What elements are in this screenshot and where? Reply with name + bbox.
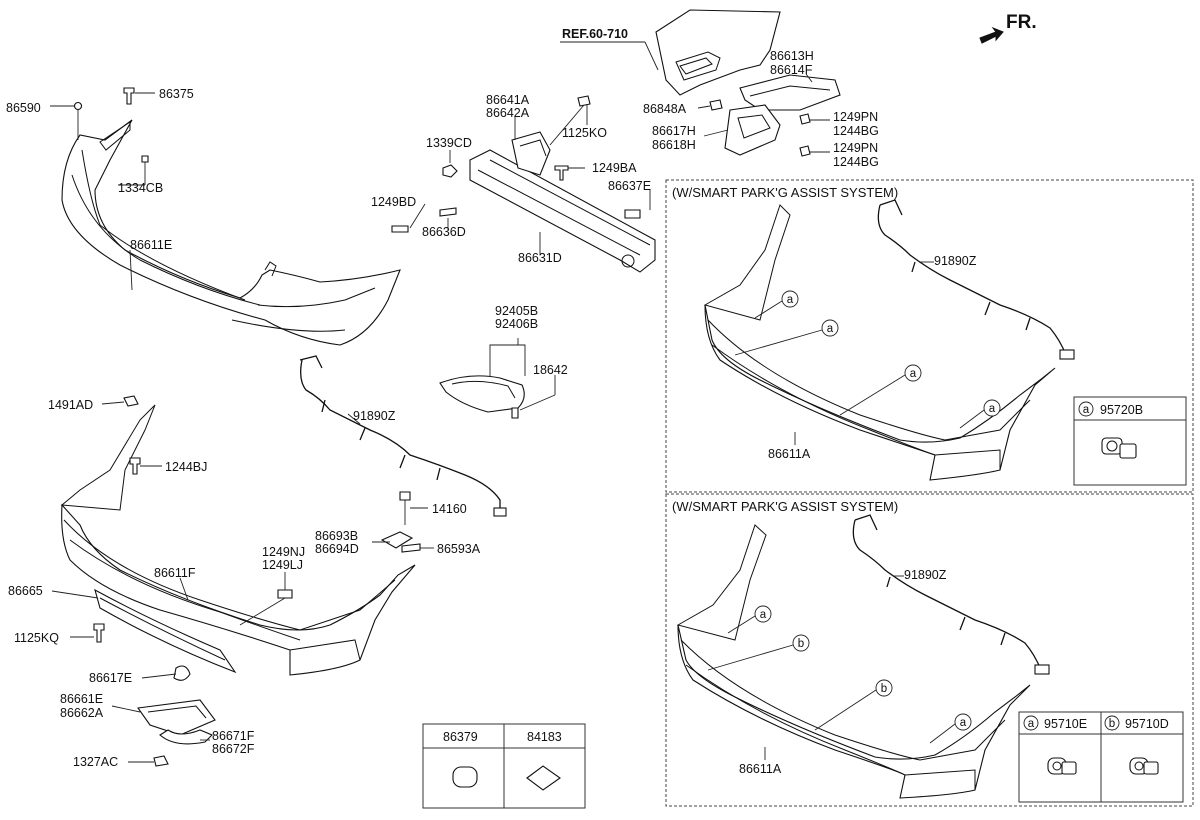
label-86636D: 86636D [422, 225, 466, 239]
reference-callout: REF.60-710 [560, 27, 659, 71]
upper-panel-bumper-label: 86611A [768, 447, 811, 461]
label-86613H: 86613H [770, 49, 814, 63]
label-86618H: 86618H [652, 138, 696, 152]
label-86590: 86590 [6, 101, 41, 115]
parking-sensor-a-icon [1047, 757, 1077, 775]
lower-callout-4: a [960, 717, 967, 729]
reference-label: REF.60-710 [562, 27, 628, 41]
label-86631D: 86631D [518, 251, 562, 265]
label-86665: 86665 [8, 584, 43, 598]
panel-upper-title: (W/SMART PARK'G ASSIST SYSTEM) [672, 185, 898, 200]
parking-sensor-icon [1101, 437, 1137, 459]
label-1244BG-upper: 1244BG [833, 124, 879, 138]
lower-panel-harness-label: 91890Z [904, 568, 947, 582]
label-14160: 14160 [432, 502, 467, 516]
upper-sensor-letter: a [1083, 404, 1090, 416]
label-86611F: 86611F [154, 566, 196, 580]
table-header-86379: 86379 [443, 730, 478, 744]
label-92405B: 92405B [495, 304, 538, 318]
label-92406B: 92406B [495, 317, 538, 331]
label-1244BJ: 1244BJ [165, 460, 207, 474]
label-86694D: 86694D [315, 542, 359, 556]
label-86661E: 86661E [60, 692, 103, 706]
label-1249LJ: 1249LJ [262, 558, 303, 572]
lower-sensor-a-letter: a [1028, 718, 1035, 730]
upper-callout-1: a [787, 294, 794, 306]
label-1491AD: 1491AD [48, 398, 93, 412]
label-1244BG-lower: 1244BG [833, 155, 879, 169]
label-86672F: 86672F [212, 742, 255, 756]
label-18642: 18642 [533, 363, 568, 377]
label-1249BD: 1249BD [371, 195, 416, 209]
label-1125KO: 1125KO [562, 126, 607, 140]
label-86693B: 86693B [315, 529, 358, 543]
label-1339CD: 1339CD [426, 136, 472, 150]
upper-panel-harness-label: 91890Z [934, 254, 977, 268]
label-1249BA: 1249BA [592, 161, 637, 175]
upper-callout-4: a [989, 403, 996, 415]
label-1249PN-upper: 1249PN [833, 110, 878, 124]
front-direction-indicator: FR. [979, 12, 1037, 44]
lower-callout-1: a [760, 609, 767, 621]
lower-callout-2: b [798, 638, 804, 650]
upper-sensor-part: 95720B [1100, 403, 1143, 417]
label-86662A: 86662A [60, 706, 104, 720]
side-brackets-drawing [709, 74, 841, 157]
label-1249NJ: 1249NJ [262, 545, 305, 559]
plug-icon [452, 766, 478, 788]
front-arrow-icon [979, 26, 1004, 44]
label-86671F: 86671F [212, 729, 255, 743]
small-parts-table: 86379 84183 [422, 723, 586, 809]
label-1249PN-lower: 1249PN [833, 141, 878, 155]
label-86617E: 86617E [89, 671, 132, 685]
table-header-84183: 84183 [527, 730, 562, 744]
panel-smart-park-assist-upper: (W/SMART PARK'G ASSIST SYSTEM) 91890Z a … [665, 179, 1194, 493]
rear-body-panel-drawing [655, 9, 781, 96]
wiring-harness-left-drawing [299, 355, 507, 517]
lower-panel-bumper-label: 86611A [739, 762, 782, 776]
label-86848A: 86848A [643, 102, 687, 116]
front-label: FR. [1006, 12, 1037, 33]
upper-callout-3: a [910, 368, 917, 380]
label-86617H: 86617H [652, 124, 696, 138]
pad-icon [526, 765, 561, 791]
label-1327AC: 1327AC [73, 755, 118, 769]
lower-sensor-a-part: 95710E [1044, 717, 1087, 731]
bumper-beam-86631D-drawing [391, 95, 656, 273]
label-86641A: 86641A [486, 93, 530, 107]
label-1125KQ: 1125KQ [14, 631, 59, 645]
label-86642A: 86642A [486, 106, 530, 120]
panel-smart-park-assist-lower: (W/SMART PARK'G ASSIST SYSTEM) 91890Z a … [665, 493, 1194, 807]
label-86375: 86375 [159, 87, 194, 101]
label-86611E: 86611E [130, 238, 172, 252]
panel-lower-title: (W/SMART PARK'G ASSIST SYSTEM) [672, 499, 898, 514]
parking-sensor-b-icon [1129, 757, 1159, 775]
label-1334CB: 1334CB [118, 181, 163, 195]
label-86614F: 86614F [770, 63, 813, 77]
label-86593A: 86593A [437, 542, 481, 556]
lower-sensor-b-letter: b [1109, 718, 1115, 730]
label-86637E: 86637E [608, 179, 651, 193]
reflector-lamp-drawing [439, 375, 525, 419]
lower-sensor-b-part: 95710D [1125, 717, 1169, 731]
upper-callout-2: a [827, 323, 834, 335]
lower-callout-3: b [881, 683, 887, 695]
bumper-cover-86611E-drawing [61, 119, 401, 346]
bumper-cover-86611F-drawing [60, 404, 416, 676]
label-91890Z-harness: 91890Z [353, 409, 396, 423]
